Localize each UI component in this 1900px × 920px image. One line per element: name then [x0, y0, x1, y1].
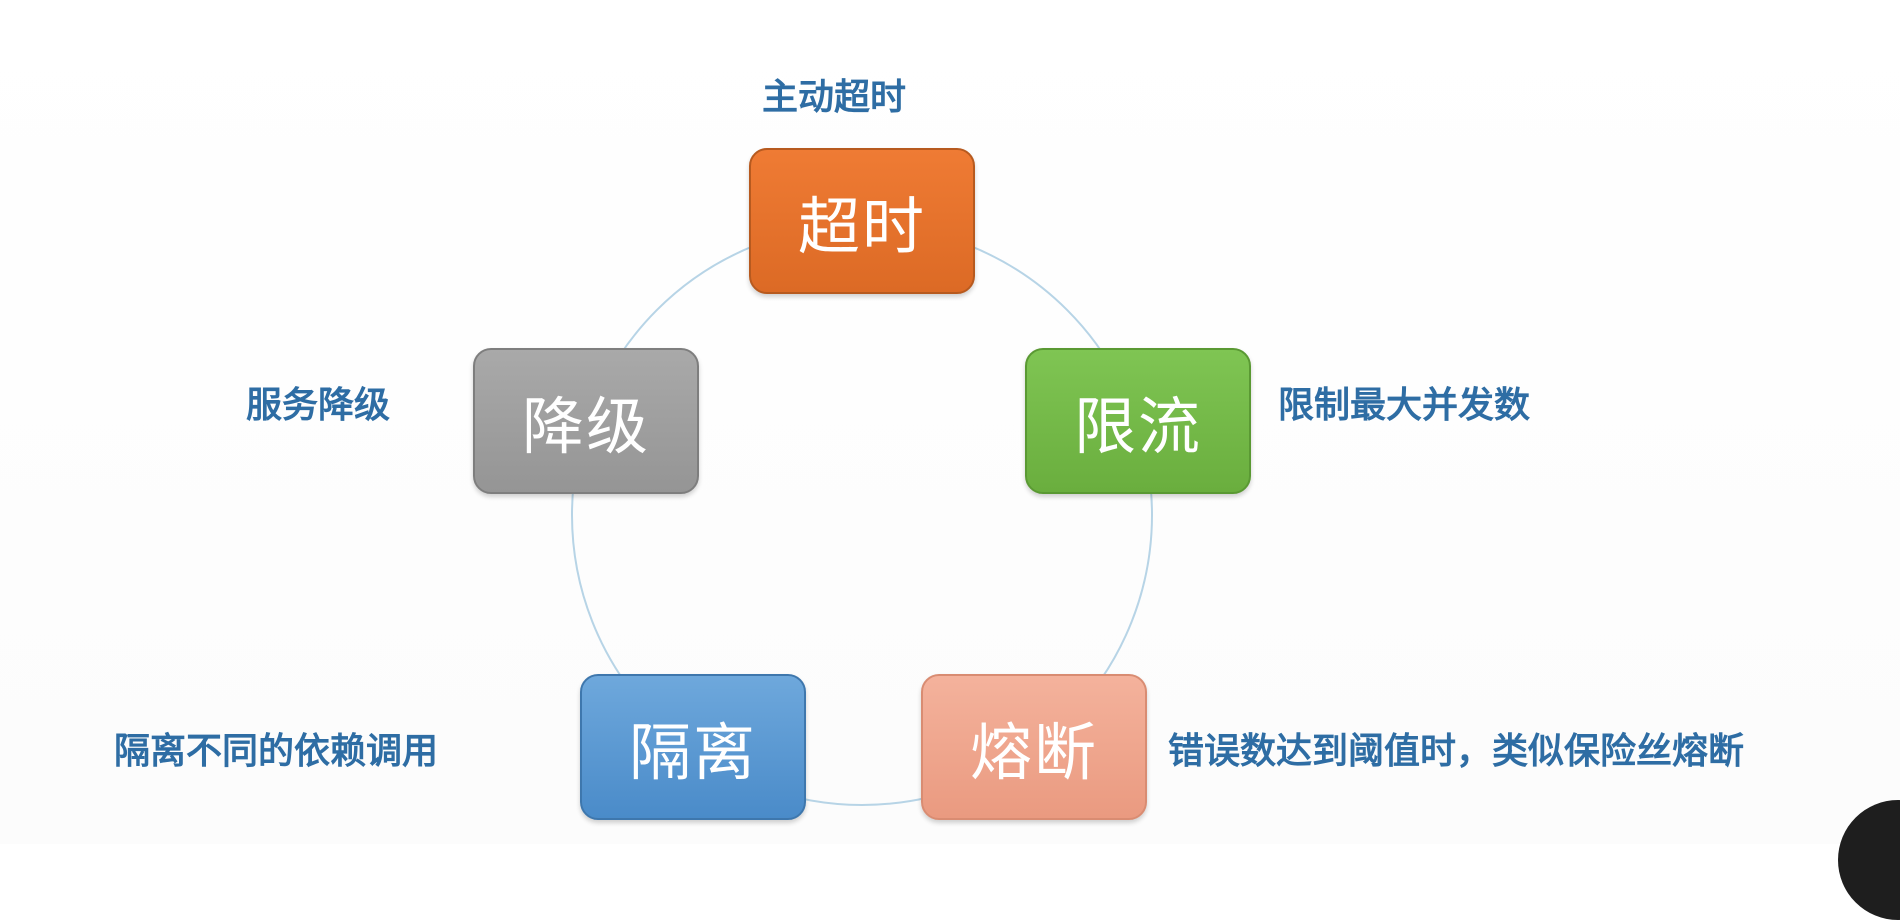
circuit-break-description: 错误数达到阈值时，类似保险丝熔断	[1168, 731, 1745, 772]
isolation-node-label: 隔离	[628, 716, 757, 789]
degradation-node[interactable]: 降级	[473, 348, 699, 494]
rate-limit-description: 限制最大并发数	[1278, 385, 1531, 426]
degradation-node-label: 降级	[521, 390, 650, 463]
rate-limit-node[interactable]: 限流	[1025, 348, 1251, 494]
timeout-node-label: 超时	[797, 190, 926, 263]
circuit-break-node-label: 熔断	[969, 716, 1098, 789]
isolation-node[interactable]: 隔离	[580, 674, 806, 820]
degradation-description: 服务降级	[246, 385, 391, 426]
isolation-description: 隔离不同的依赖调用	[114, 731, 439, 772]
timeout-node[interactable]: 超时	[749, 148, 975, 294]
circuit-break-node[interactable]: 熔断	[921, 674, 1147, 820]
rate-limit-node-label: 限流	[1073, 390, 1202, 463]
timeout-description: 主动超时	[762, 77, 907, 118]
